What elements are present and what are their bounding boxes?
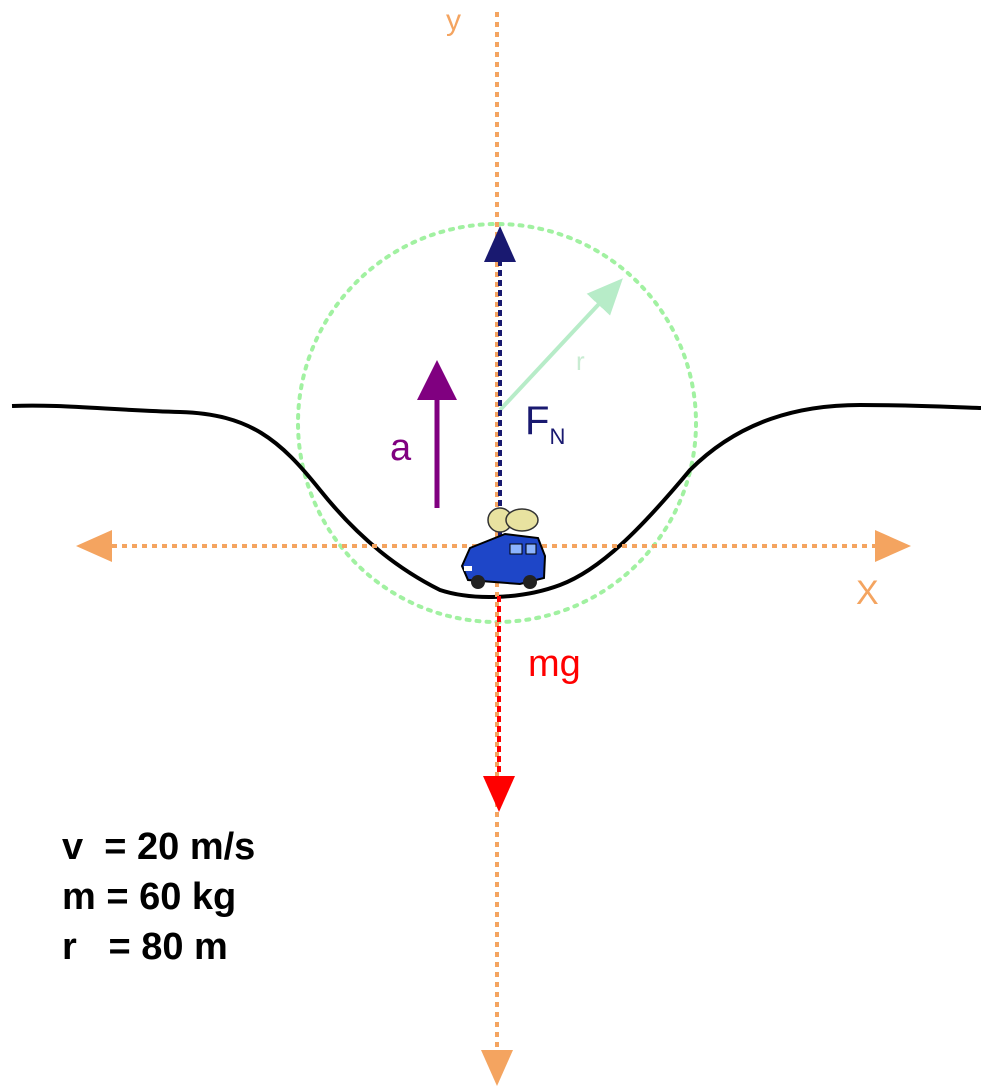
x-axis-label: X — [856, 574, 879, 612]
car-icon — [460, 507, 547, 589]
acceleration-label: a — [390, 427, 412, 469]
radius-label: r — [576, 346, 585, 376]
given-values: v = 20 m/s m = 60 kg r = 80 m — [62, 822, 255, 972]
weight-label: mg — [528, 643, 581, 685]
given-mass: m = 60 kg — [62, 876, 237, 918]
normal-force-label: FN — [525, 399, 565, 449]
normal-force-label-sub: N — [549, 424, 565, 449]
radius-line — [498, 278, 623, 412]
normal-force-label-main: F — [525, 399, 549, 443]
given-radius: r = 80 m — [62, 926, 228, 968]
given-velocity: v = 20 m/s — [62, 826, 256, 868]
y-axis-label: y — [446, 4, 461, 37]
